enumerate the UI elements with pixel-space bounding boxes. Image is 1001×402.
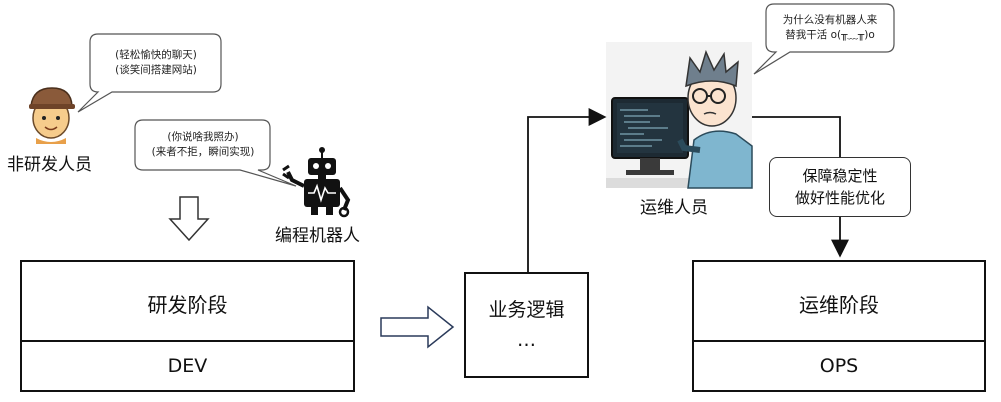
hollow-down-arrow-icon <box>168 196 210 242</box>
connector-to-ops-person <box>527 108 607 272</box>
nondev-bubble-line-1: (轻松愉快的聊天) <box>115 49 197 61</box>
ops-stage-title: 运维阶段 <box>799 292 879 317</box>
nondev-bubble-line-2: (谈笑间搭建网站) <box>115 64 197 76</box>
callout-line-2: 做好性能优化 <box>794 189 885 207</box>
hollow-right-arrow-icon <box>380 305 455 349</box>
robot-bubble-line-2: (来者不拒，瞬间实现) <box>151 146 255 158</box>
ops-bubble-line-1: 为什么没有机器人来 <box>782 14 878 26</box>
robot-icon <box>282 147 351 218</box>
ops-stage-subtitle: OPS <box>694 340 984 390</box>
ops-bubble-line-2: 替我干活 o(╥﹏╥)o <box>785 29 875 41</box>
robot-bubble-text: (你说啥我照办) (来者不拒，瞬间实现) <box>138 130 268 160</box>
business-logic-title: 业务逻辑 <box>488 299 565 321</box>
nondev-bubble-text: (轻松愉快的聊天) (谈笑间搭建网站) <box>92 48 220 78</box>
dev-stage-title: 研发阶段 <box>147 292 228 317</box>
programmer-at-computer-icon <box>606 42 753 189</box>
ops-goals-callout: 保障稳定性 做好性能优化 <box>769 157 911 217</box>
ops-bubble-text: 为什么没有机器人来 替我干活 o(╥﹏╥)o <box>768 13 892 43</box>
robot-bubble-line-1: (你说啥我照办) <box>167 131 239 143</box>
nondev-label: 非研发人员 <box>7 155 92 175</box>
robot-speech-bubble <box>134 119 297 187</box>
ops-stage-box: 运维阶段 OPS <box>692 260 986 392</box>
dev-stage-subtitle: DEV <box>22 340 353 390</box>
ops-person-label: 运维人员 <box>640 198 708 218</box>
callout-line-1: 保障稳定性 <box>802 167 878 185</box>
business-logic-box: 业务逻辑 … <box>464 272 589 378</box>
business-logic-ellipsis: … <box>517 329 536 351</box>
nondev-speech-bubble <box>77 33 222 113</box>
dev-stage-box: 研发阶段 DEV <box>20 260 355 392</box>
robot-label: 编程机器人 <box>275 226 360 246</box>
person-avatar-icon <box>29 87 75 144</box>
ops-speech-bubble <box>753 3 895 75</box>
